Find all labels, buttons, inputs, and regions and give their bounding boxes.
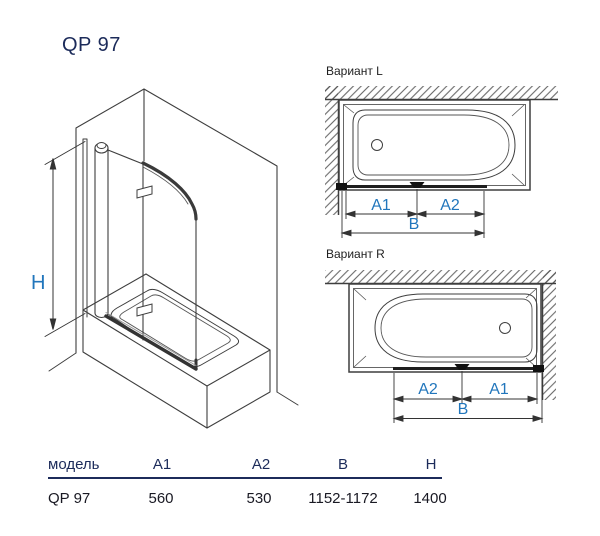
table-divider xyxy=(48,477,442,479)
wall-hatch-right-r xyxy=(543,270,556,400)
wall-bracket-l xyxy=(336,183,347,190)
variant-l-title: Вариант L xyxy=(326,64,383,78)
iso-h-dimension xyxy=(44,141,86,337)
table-cell-a1: 560 xyxy=(148,490,174,507)
variant-r-linework xyxy=(325,270,556,423)
iso-view-linework xyxy=(44,88,299,429)
table-header-h: H xyxy=(425,456,437,473)
wall-hatch-left-l xyxy=(325,86,338,215)
dimensions-r xyxy=(392,371,544,423)
variant-r-dim-a2: A2 xyxy=(418,381,438,398)
hinge-marker-r xyxy=(454,364,470,370)
drain-l xyxy=(371,139,383,151)
table-header-a1: A1 xyxy=(152,456,172,473)
variant-r-dim-b: B xyxy=(457,401,469,418)
wall-bracket-r xyxy=(533,365,544,372)
variant-r-dim-a1: A1 xyxy=(489,381,509,398)
table-header-b: B xyxy=(337,456,349,473)
variant-l-dim-b: B xyxy=(408,216,420,233)
table-cell-b: 1152-1172 xyxy=(308,490,378,507)
table-header-model: модель xyxy=(48,456,100,473)
wall-hatch-top-r xyxy=(325,270,556,283)
table-header-a2: A2 xyxy=(251,456,271,473)
iso-height-label: H xyxy=(31,272,46,294)
table-cell-h: 1400 xyxy=(413,490,447,507)
variant-l-linework xyxy=(325,86,558,238)
variant-l-dim-a2: A2 xyxy=(440,197,460,214)
variant-l-dim-a1: A1 xyxy=(371,197,391,214)
wall-hatch-top-l xyxy=(325,86,558,99)
table-cell-model: QP 97 xyxy=(48,490,91,507)
product-title: QP 97 xyxy=(62,34,121,56)
hinge-marker-l xyxy=(409,182,425,188)
dimensions-l xyxy=(340,189,486,238)
drain-r xyxy=(499,322,511,334)
table-cell-a2: 530 xyxy=(246,490,272,507)
variant-r-title: Вариант R xyxy=(326,247,385,261)
